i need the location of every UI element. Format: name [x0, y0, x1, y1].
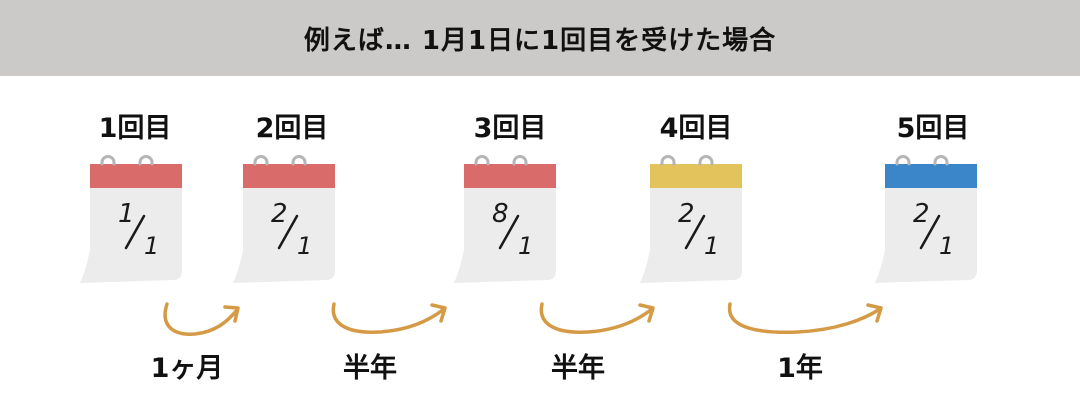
calendar-date-month: 2 — [271, 199, 288, 229]
calendar-top-bar — [464, 164, 556, 188]
calendar-date-day: 1 — [939, 232, 954, 260]
arrow-icon-3 — [539, 302, 655, 334]
calendar-ring-left — [474, 155, 490, 166]
calendar-date-day: 1 — [297, 232, 312, 260]
calendar-page — [454, 186, 556, 283]
calendar-date-slash — [498, 214, 520, 250]
calendar-icon-5: 21 — [875, 155, 977, 283]
dose-label-4: 4回目 — [659, 113, 733, 144]
header-title: 例えば… 1月1日に1回目を受けた場合 — [303, 25, 777, 56]
calendar-icon-2: 21 — [233, 155, 335, 283]
calendar-icon-4: 21 — [640, 155, 742, 283]
calendar-page — [875, 186, 977, 283]
dose-label-3: 3回目 — [473, 113, 547, 144]
calendar-date-month: 2 — [913, 199, 930, 229]
calendar-page — [80, 186, 182, 283]
calendar-date-month: 2 — [678, 199, 695, 229]
interval-label-3: 半年 — [551, 353, 605, 384]
dose-label-5: 5回目 — [896, 113, 970, 144]
interval-label-2: 半年 — [343, 353, 397, 384]
calendar-top-bar — [243, 164, 335, 188]
calendar-page — [640, 186, 742, 283]
calendar-ring-right — [933, 155, 949, 166]
dose-label-1: 1回目 — [98, 113, 172, 144]
calendar-date-slash — [124, 214, 146, 250]
arrow-icon-4 — [727, 302, 883, 334]
calendar-date-month: 1 — [118, 199, 135, 229]
calendar-date-slash — [277, 214, 299, 250]
calendar-top-bar — [650, 164, 742, 188]
calendar-ring-right — [138, 155, 154, 166]
calendar-date-day: 1 — [518, 232, 533, 260]
calendar-ring-right — [512, 155, 528, 166]
calendar-date-slash — [684, 214, 706, 250]
calendar-icon-3: 81 — [454, 155, 556, 283]
calendar-date-month: 8 — [492, 199, 509, 229]
interval-label-1: 1ヶ月 — [150, 353, 224, 384]
calendar-ring-left — [660, 155, 676, 166]
calendar-top-bar — [90, 164, 182, 188]
calendar-ring-left — [100, 155, 116, 166]
dose-label-2: 2回目 — [255, 113, 329, 144]
arrow-icon-2 — [331, 302, 447, 334]
calendar-icon-1: 11 — [80, 155, 182, 283]
calendar-date-day: 1 — [704, 232, 719, 260]
arrow-icon-1 — [163, 302, 240, 336]
calendar-ring-right — [291, 155, 307, 166]
calendar-page — [233, 186, 335, 283]
interval-label-4: 1年 — [777, 353, 823, 384]
header-bar: 例えば… 1月1日に1回目を受けた場合 — [0, 0, 1080, 76]
calendar-date-slash — [919, 214, 941, 250]
calendar-ring-right — [698, 155, 714, 166]
calendar-top-bar — [885, 164, 977, 188]
calendar-ring-left — [253, 155, 269, 166]
calendar-ring-left — [895, 155, 911, 166]
calendar-date-day: 1 — [144, 232, 159, 260]
